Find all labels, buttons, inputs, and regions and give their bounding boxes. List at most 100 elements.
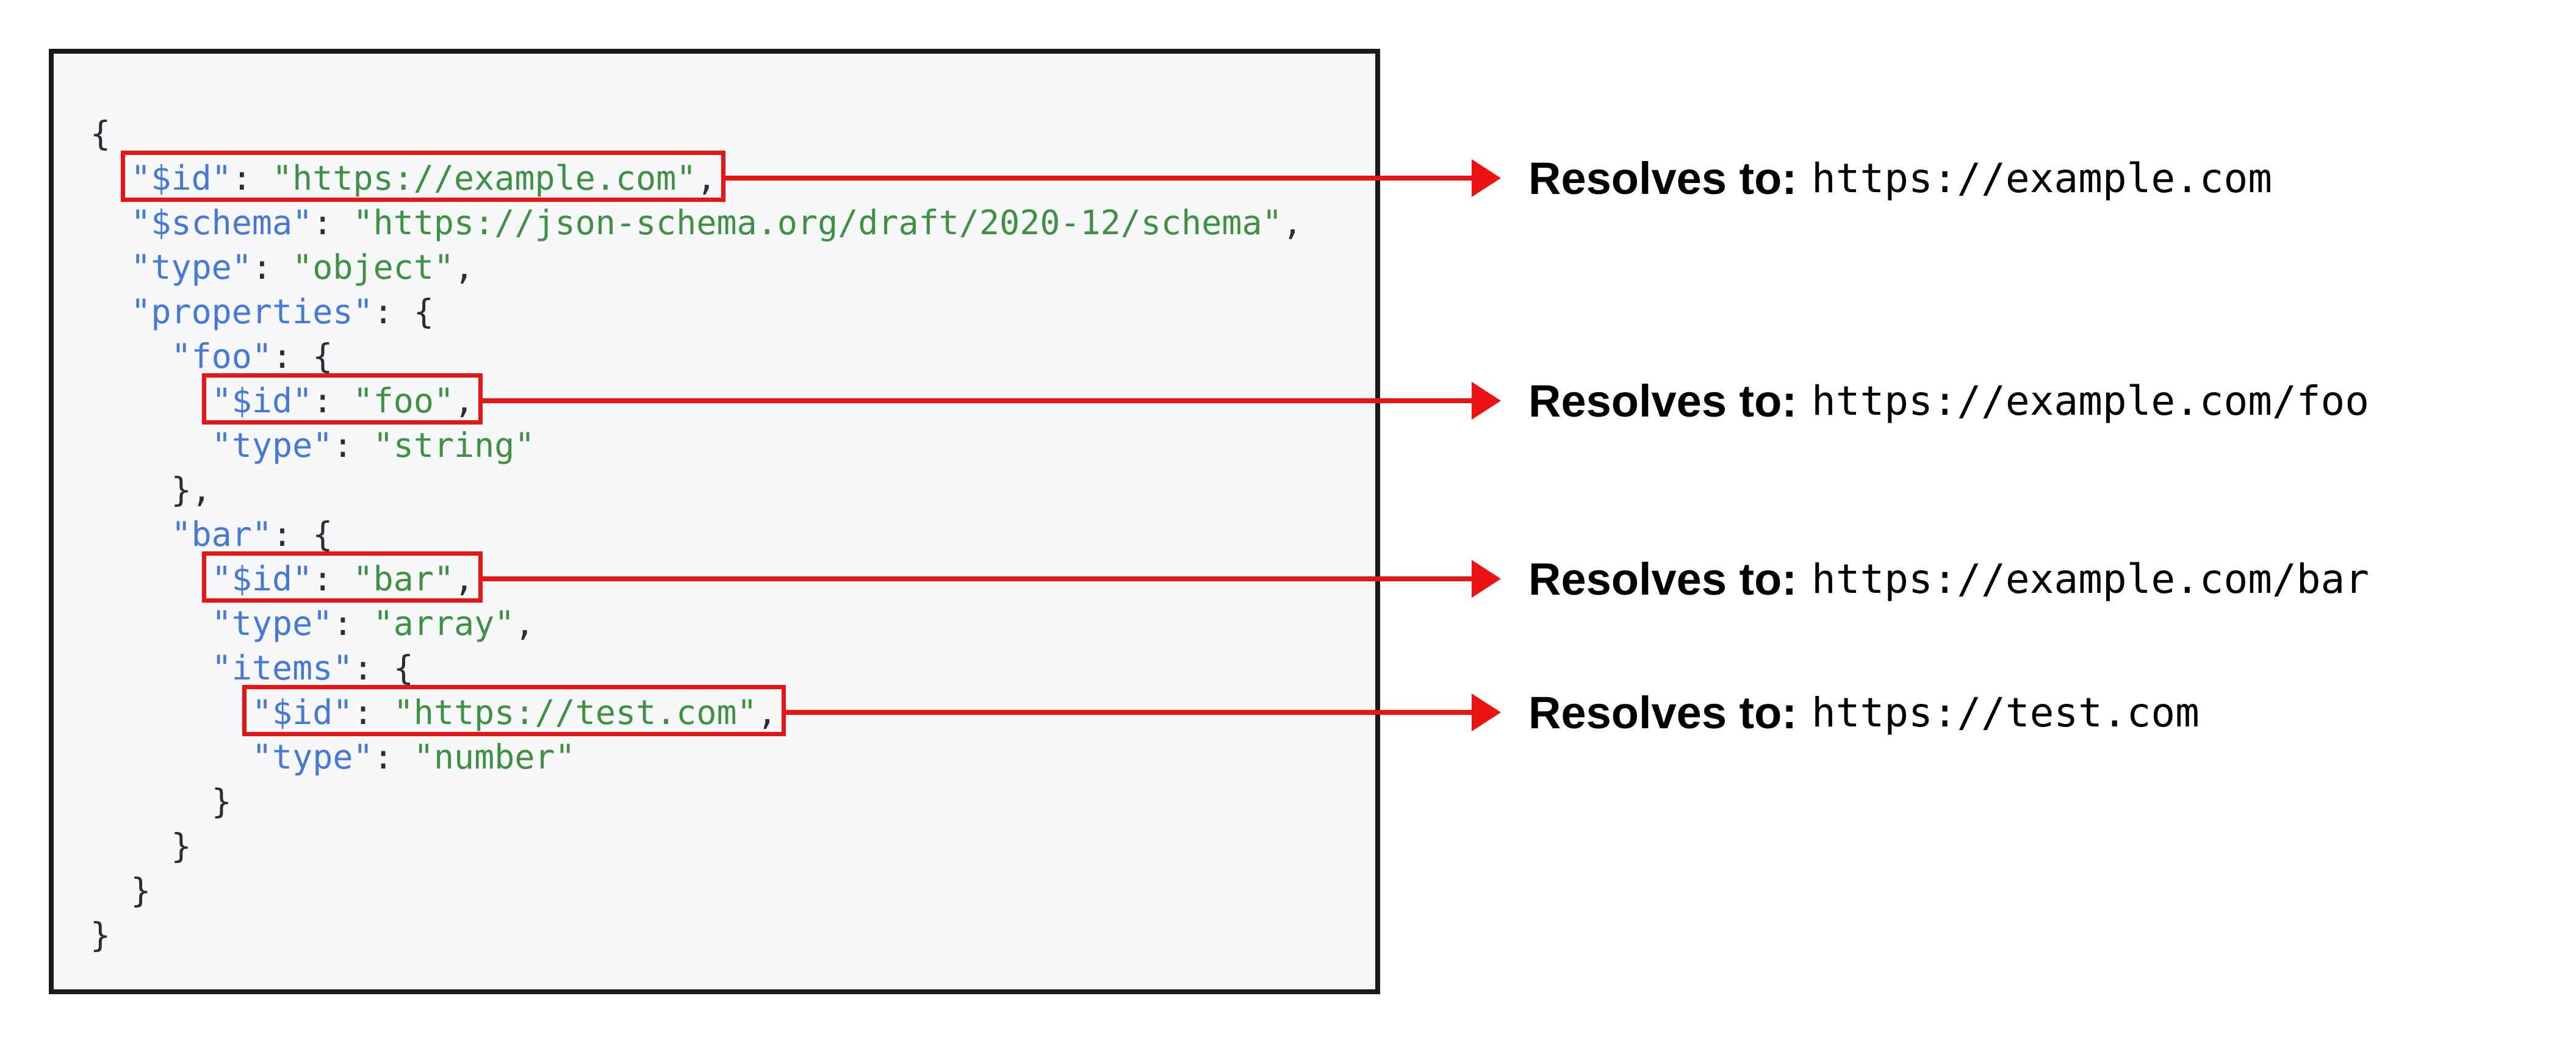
code-token: : { bbox=[353, 648, 414, 687]
code-line: "foo": { bbox=[90, 334, 1303, 379]
code-token: : { bbox=[272, 515, 333, 554]
code-token: "$id" bbox=[251, 693, 353, 732]
code-token: : bbox=[312, 559, 353, 598]
id-highlight-box: "$id": "foo", bbox=[212, 381, 475, 420]
code-token: "$id" bbox=[211, 559, 313, 598]
code-token: : bbox=[312, 381, 353, 420]
code-token: "items" bbox=[211, 648, 353, 687]
code-token: : bbox=[251, 248, 293, 287]
code-token: "type" bbox=[211, 604, 333, 643]
resolution-note-3: Resolves to: https://example.com/bar bbox=[1528, 551, 2369, 607]
resolves-label: Resolves to: bbox=[1528, 553, 1797, 604]
code-line: "type": "string" bbox=[90, 423, 1303, 468]
code-token: , bbox=[696, 159, 717, 198]
code-token: "bar" bbox=[171, 515, 273, 554]
code-token: : bbox=[333, 604, 373, 643]
code-line: "type": "number" bbox=[90, 735, 1303, 780]
code-token bbox=[90, 515, 171, 554]
code-token: : { bbox=[373, 292, 434, 331]
arrow-line bbox=[784, 710, 1474, 715]
code-token: "https://test.com" bbox=[393, 693, 757, 732]
code-token bbox=[90, 381, 212, 420]
code-token bbox=[90, 737, 252, 776]
code-block: { "$id": "https://example.com", "$schema… bbox=[90, 112, 1303, 958]
code-token: , bbox=[454, 559, 475, 598]
code-line: "$schema": "https://json-schema.org/draf… bbox=[90, 201, 1303, 245]
code-line: "$id": "bar", bbox=[90, 557, 1303, 601]
code-token: : bbox=[353, 693, 394, 732]
code-line: "properties": { bbox=[90, 290, 1303, 334]
resolved-url: https://example.com/foo bbox=[1811, 377, 2369, 425]
code-token: "type" bbox=[131, 248, 252, 287]
code-token bbox=[90, 337, 171, 376]
code-token: } bbox=[90, 871, 151, 910]
id-highlight-box: "$id": "https://example.com", bbox=[131, 159, 716, 198]
id-highlight-box: "$id": "bar", bbox=[212, 559, 475, 598]
code-token: , bbox=[454, 248, 475, 287]
id-highlight-box: "$id": "https://test.com", bbox=[252, 693, 777, 732]
code-token bbox=[90, 693, 252, 732]
code-token: , bbox=[454, 381, 475, 420]
code-token: "object" bbox=[292, 248, 455, 287]
code-line: "type": "array", bbox=[90, 601, 1303, 646]
code-token: "bar" bbox=[353, 559, 455, 598]
arrow-line bbox=[723, 176, 1474, 181]
resolved-url: https://test.com bbox=[1811, 689, 2200, 736]
code-token: "https://json-schema.org/draft/2020-12/s… bbox=[353, 203, 1283, 242]
resolves-label: Resolves to: bbox=[1528, 687, 1797, 738]
resolution-note-1: Resolves to: https://example.com bbox=[1528, 150, 2272, 206]
code-line: } bbox=[90, 913, 1303, 958]
code-line: "$id": "foo", bbox=[90, 379, 1303, 423]
code-line: } bbox=[90, 824, 1303, 869]
code-token: , bbox=[1282, 203, 1303, 242]
code-token: "$id" bbox=[131, 159, 232, 198]
code-line: "$id": "https://test.com", bbox=[90, 690, 1303, 735]
code-line: } bbox=[90, 780, 1303, 824]
code-token: "properties" bbox=[131, 292, 373, 331]
code-line: "items": { bbox=[90, 646, 1303, 690]
code-token: "foo" bbox=[353, 381, 455, 420]
code-token: "https://example.com" bbox=[272, 159, 697, 198]
code-line: "bar": { bbox=[90, 512, 1303, 557]
code-token: } bbox=[90, 916, 111, 955]
arrow-head-icon bbox=[1472, 382, 1501, 420]
code-token: : bbox=[333, 426, 373, 465]
code-token: : bbox=[312, 203, 353, 242]
code-token bbox=[90, 292, 131, 331]
code-token: "foo" bbox=[171, 337, 273, 376]
arrow-line bbox=[482, 576, 1474, 581]
code-token: "type" bbox=[251, 737, 373, 776]
code-token: : bbox=[231, 159, 273, 198]
code-token: , bbox=[757, 693, 777, 732]
resolved-url: https://example.com/bar bbox=[1811, 555, 2369, 603]
code-token: } bbox=[90, 826, 192, 866]
code-token: , bbox=[514, 604, 535, 643]
code-token: : { bbox=[272, 337, 333, 376]
code-token: "array" bbox=[373, 604, 515, 643]
resolution-note-2: Resolves to: https://example.com/foo bbox=[1528, 373, 2369, 429]
resolves-label: Resolves to: bbox=[1528, 375, 1797, 426]
arrow-head-icon bbox=[1472, 560, 1501, 598]
code-line: } bbox=[90, 869, 1303, 913]
code-token bbox=[90, 559, 212, 598]
code-token: "string" bbox=[373, 426, 535, 465]
code-token: } bbox=[90, 782, 232, 821]
code-token bbox=[90, 159, 131, 198]
code-token: "$schema" bbox=[131, 203, 313, 242]
code-token: "$id" bbox=[211, 381, 313, 420]
code-line: "type": "object", bbox=[90, 245, 1303, 290]
code-token bbox=[90, 426, 212, 465]
code-token: : bbox=[373, 737, 414, 776]
json-schema-code-panel: { "$id": "https://example.com", "$schema… bbox=[49, 49, 1380, 994]
code-token bbox=[90, 604, 212, 643]
arrow-line bbox=[482, 398, 1474, 403]
code-token bbox=[90, 248, 131, 287]
arrow-head-icon bbox=[1472, 694, 1501, 731]
resolution-note-4: Resolves to: https://test.com bbox=[1528, 684, 2200, 740]
code-token bbox=[90, 648, 212, 687]
code-line: }, bbox=[90, 468, 1303, 512]
resolved-url: https://example.com bbox=[1811, 154, 2273, 202]
code-token: "number" bbox=[413, 737, 575, 776]
code-line: { bbox=[90, 112, 1303, 156]
